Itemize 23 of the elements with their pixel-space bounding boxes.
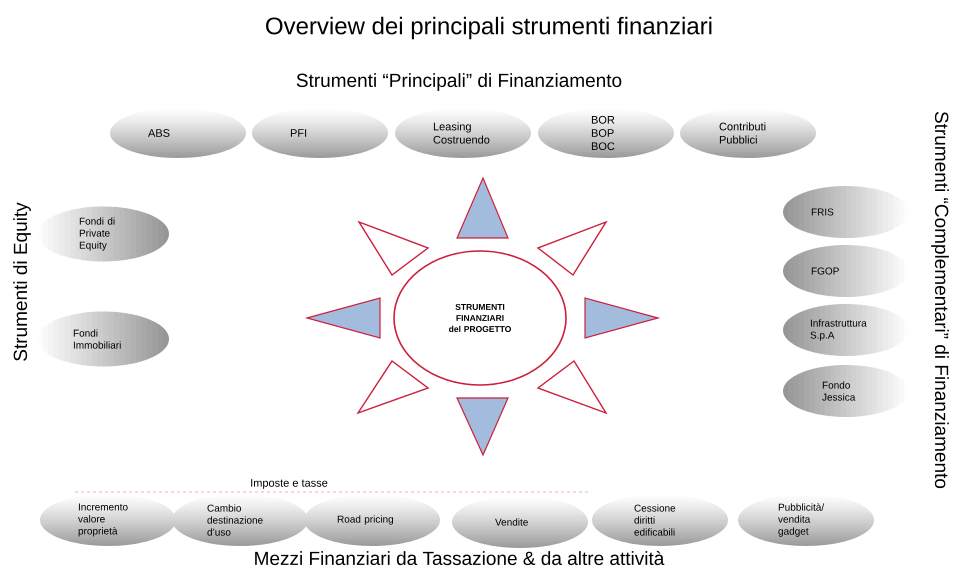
node-label: FRIS <box>812 208 834 216</box>
group-heading: Mezzi Finanziari da Tassazione & da altre attività <box>255 550 664 566</box>
node-label: ABS <box>148 129 170 137</box>
group-heading: Strumenti “Principali” di Finanziamento <box>296 73 622 91</box>
node-label: Incremento valore proprietà <box>78 504 128 536</box>
node-label: BOR BOP BOC <box>592 116 614 150</box>
node-label: Pubblicità/ vendita gadget <box>778 503 824 537</box>
node-label: Infrastruttura S.p.A <box>810 319 867 341</box>
node-label: Cessione diritti edificabili <box>634 504 676 536</box>
group-heading: Strumenti di Equity <box>13 202 31 361</box>
node-label: PFI <box>290 129 306 137</box>
title: Overview dei principali strumenti finanziari <box>266 16 712 40</box>
group-heading: Strumenti “Complementari” di Finanziamento <box>931 112 949 488</box>
node-label: Pubblici <box>720 136 757 144</box>
node-label: Fondi Immobiliari <box>74 329 121 349</box>
note-label: Imposte e tasse <box>251 479 328 489</box>
node-label: Costruendo <box>434 136 490 144</box>
node-label: Vendite <box>495 518 528 526</box>
node-label: Road pricing <box>338 515 394 525</box>
node-label: FGOP <box>812 267 839 275</box>
node-label: Fondo Jessica <box>822 381 856 401</box>
node-label: Fondi di Private Equity <box>80 217 114 251</box>
node-label: Cambio destinazione d’uso <box>207 504 263 536</box>
